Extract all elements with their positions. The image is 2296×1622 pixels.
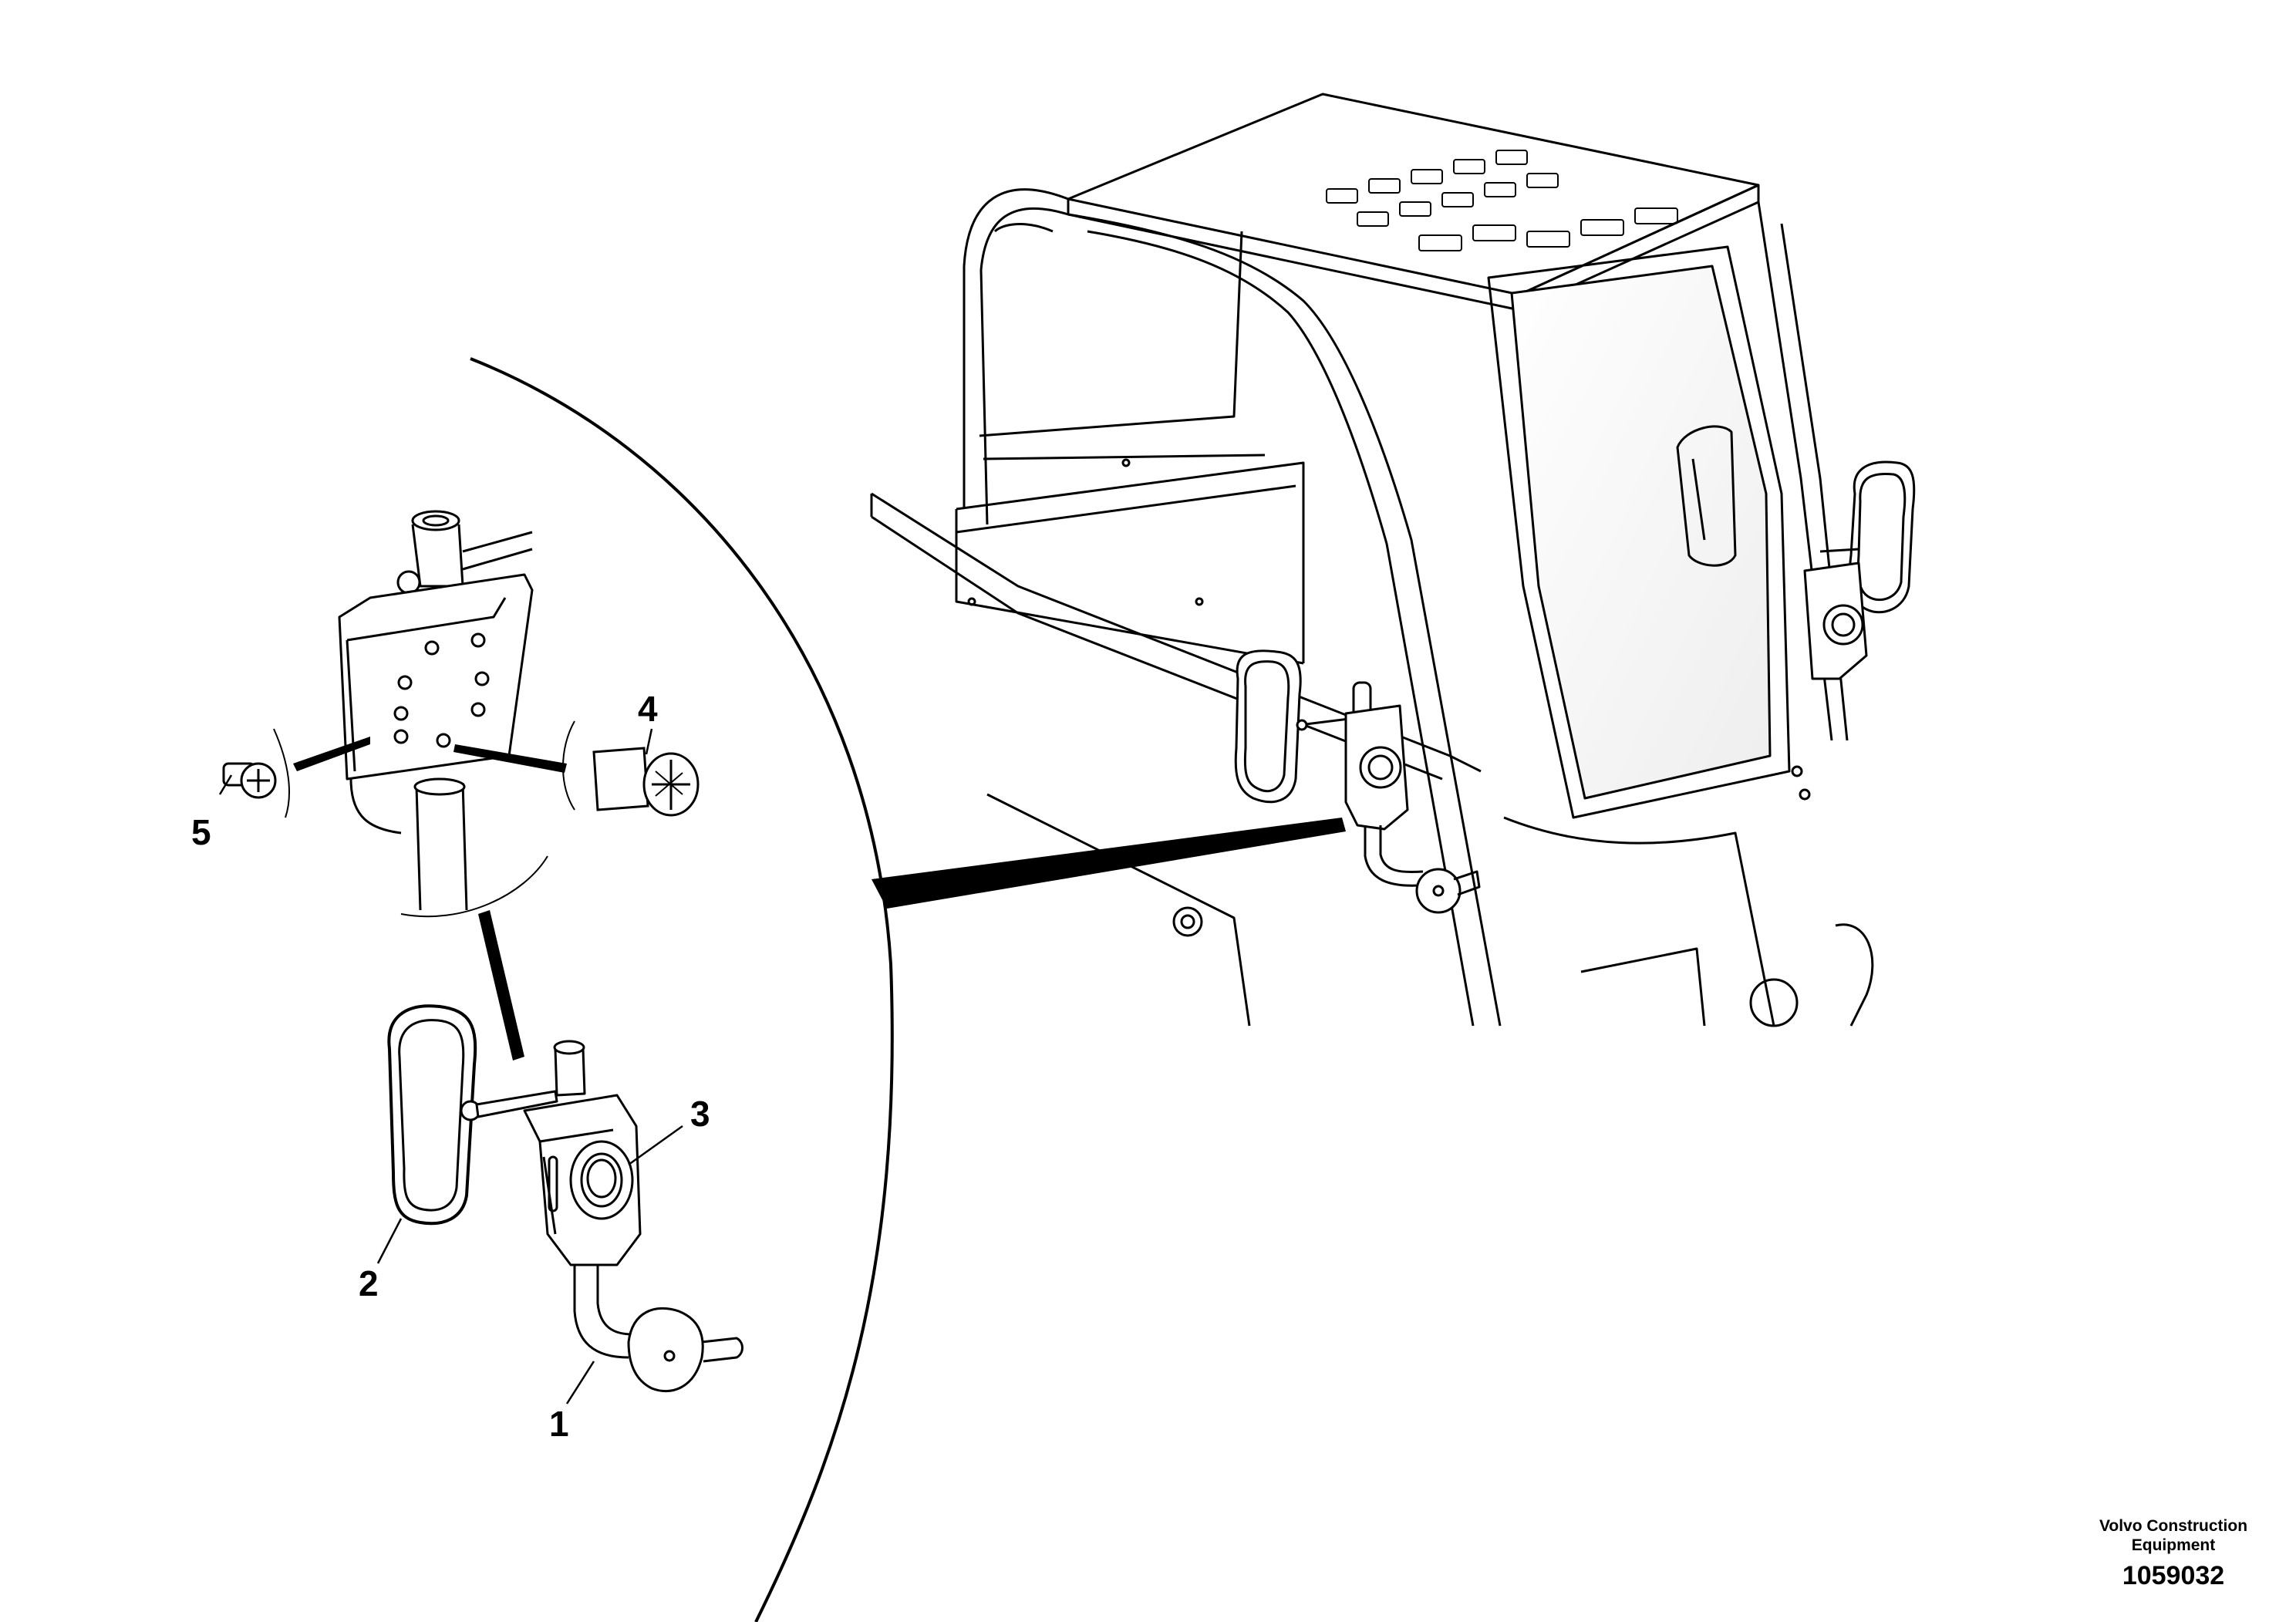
mounting-plate-detail <box>273 510 575 918</box>
callout-leaders <box>218 728 683 1404</box>
screw-5 <box>222 762 277 799</box>
screw-5-pointer <box>293 737 370 771</box>
detail-pointer <box>872 818 1346 909</box>
callout-4: 4 <box>638 689 658 729</box>
brand-line-1: Volvo Construction <box>2099 1517 2247 1535</box>
drawing-number: 1059032 <box>2122 1561 2224 1590</box>
callout-5: 5 <box>191 812 211 852</box>
leader-1 <box>565 1361 595 1404</box>
callout-3: 3 <box>690 1094 710 1134</box>
brand-line-2: Equipment <box>2132 1536 2216 1554</box>
screw-4-pointer <box>453 744 567 773</box>
leader-2 <box>376 1218 403 1264</box>
zoom-pointer <box>478 910 524 1061</box>
mirror-assembly-detail <box>387 1004 743 1393</box>
callout-2: 2 <box>359 1263 379 1303</box>
leader-5 <box>218 774 233 795</box>
leader-4 <box>645 728 653 755</box>
callout-1: 1 <box>549 1404 569 1444</box>
screw-4 <box>592 747 700 817</box>
detail-circle-boundary <box>470 357 894 1622</box>
leader-3 <box>628 1125 683 1166</box>
cab-overview <box>870 93 1916 1027</box>
